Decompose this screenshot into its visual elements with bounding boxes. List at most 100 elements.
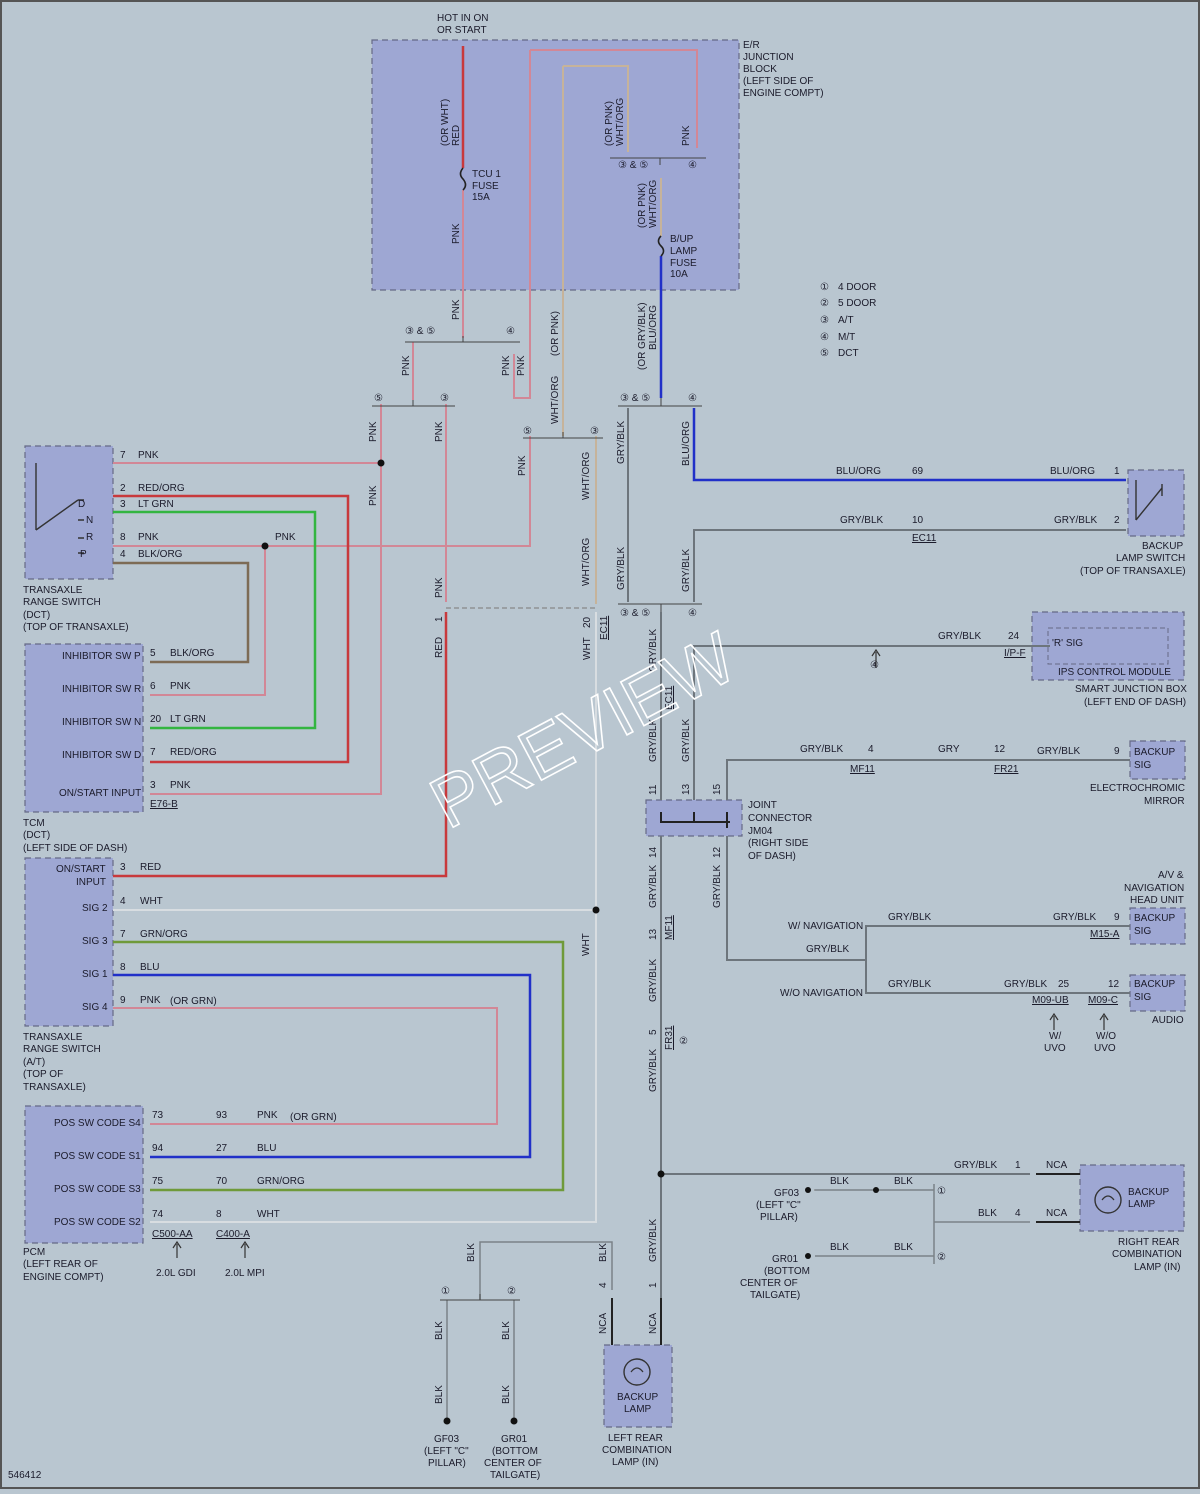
pin-20-tcm: 20 — [150, 714, 162, 725]
at-label-4: (TOP OF — [23, 1069, 63, 1080]
legend-num-1: ① — [820, 282, 829, 293]
bracket-35-4-lower — [618, 603, 702, 612]
switch-label-3: (TOP OF TRANSAXLE) — [1080, 566, 1186, 577]
label-gry-blk-sw: GRY/BLK — [1054, 515, 1097, 526]
dct-pos-r: R — [86, 532, 93, 543]
gf03-right-l1: (LEFT "C" — [756, 1200, 801, 1211]
pin-74: 74 — [152, 1209, 164, 1220]
label-gry-blk-split: GRY/BLK — [806, 944, 849, 955]
m09c-connector: M09-C — [1088, 995, 1118, 1006]
sjb-label-2: (LEFT END OF DASH) — [1084, 697, 1186, 708]
wire-pnk-dct8 — [113, 436, 531, 547]
at-label-3: (A/T) — [23, 1057, 45, 1068]
er-label-5: ENGINE COMPT) — [743, 88, 824, 99]
label-red-at: RED — [434, 637, 445, 658]
dct-label-1: TRANSAXLE — [23, 585, 83, 596]
av-sig-2: SIG — [1134, 926, 1151, 937]
pin-3-dct: 3 — [120, 499, 126, 510]
at-pin-sig3: SIG 3 — [82, 936, 108, 947]
ec11-label: EC11 — [912, 533, 937, 544]
fuse1-label-1: TCU 1 — [472, 169, 501, 180]
pin-8-dct: 8 — [120, 532, 126, 543]
pcm-label-1: PCM — [23, 1247, 45, 1258]
opt-5-mid: ⑤ — [523, 426, 532, 437]
pin-10: 10 — [912, 515, 924, 526]
label-pnk-splice: PNK — [275, 532, 296, 543]
pin-4-dct: 4 — [120, 549, 126, 560]
gr01-left-l2: CENTER OF — [484, 1458, 542, 1469]
range-switch-dct-box — [24, 445, 114, 580]
wire-gry-blk-mirror — [726, 759, 1130, 800]
pin-6-tcm: 6 — [150, 681, 156, 692]
label-blu-pcm: BLU — [257, 1143, 276, 1154]
pin-9-nav: 9 — [1114, 912, 1120, 923]
arrow-up-icon — [1099, 1012, 1109, 1030]
right-rear-label-2: COMBINATION — [1112, 1249, 1182, 1260]
pcm-label-2: (LEFT REAR OF — [23, 1259, 98, 1270]
wire-gry-blk-ips — [693, 645, 1050, 800]
at-label-5: TRANSAXLE) — [23, 1082, 86, 1093]
label-gry-blk-j: GRY/BLK — [616, 421, 627, 464]
label-grn-org-pcm: GRN/ORG — [257, 1176, 305, 1187]
at-label-2: RANGE SWITCH — [23, 1044, 101, 1055]
wire-pnk-loop — [530, 49, 698, 148]
at-pin-sig2: SIG 2 — [82, 903, 108, 914]
left-lamp-2: LAMP — [624, 1404, 652, 1415]
at-pin-input: INPUT — [76, 877, 106, 888]
audio-wo: W/O — [1096, 1031, 1116, 1042]
label-gry-blk-q: GRY/BLK — [681, 719, 692, 762]
pin-3-at: 3 — [120, 862, 126, 873]
legend-num-3: ③ — [820, 315, 829, 326]
label-pnk-dct8: PNK — [138, 532, 159, 543]
wire-gry-blk-switch — [693, 529, 1126, 602]
pcm-engine-2: 2.0L MPI — [225, 1268, 265, 1279]
wire-pnk-sig4 — [113, 1007, 498, 1125]
tcm-pin-on: ON/START INPUT — [59, 788, 141, 799]
splice-dot — [592, 906, 600, 914]
bracket-35-4-er — [610, 157, 706, 165]
pin-7-dct: 7 — [120, 450, 126, 461]
label-red-top: RED — [451, 125, 462, 146]
label-pnk-n: PNK — [434, 577, 445, 598]
audio-label: AUDIO — [1152, 1015, 1184, 1026]
label-pnk-er: PNK — [681, 125, 692, 146]
dct-pos-p: P — [80, 549, 87, 560]
pin-4-left-lamp: 4 — [598, 1282, 609, 1288]
opt-3-5-er: ③ & ⑤ — [618, 160, 648, 171]
splice-dot — [377, 459, 385, 467]
pin-69: 69 — [912, 466, 924, 477]
label-pnk-fuse: PNK — [451, 223, 462, 244]
pin-8-at: 8 — [120, 962, 126, 973]
arrow-up-icon — [172, 1240, 182, 1258]
label-wht-v: WHT — [581, 933, 592, 956]
pin-12-audio: 12 — [1108, 979, 1120, 990]
label-pnk-b: PNK — [501, 355, 512, 376]
ec11-vertical: EC11 — [599, 615, 610, 640]
er-label-1: E/R — [743, 40, 760, 51]
wire-pnk-down — [513, 50, 531, 399]
tcm-pin-n: INHIBITOR SW N — [62, 717, 141, 728]
label-pnk-d: PNK — [368, 421, 379, 442]
pcm-conn-2: C400-A — [216, 1229, 250, 1240]
pcm-pin-s3: POS SW CODE S3 — [54, 1184, 141, 1195]
label-gry-blk-o: GRY/BLK — [648, 629, 659, 672]
pin-24: 24 — [1008, 631, 1020, 642]
arrow-up-icon — [1049, 1012, 1059, 1030]
right-rear-label-1: RIGHT REAR — [1118, 1237, 1180, 1248]
opt-3-5-right: ③ & ⑤ — [620, 393, 650, 404]
tcm-pin-r: INHIBITOR SW R — [62, 684, 141, 695]
splice-dot — [657, 1170, 665, 1178]
bracket-35-4-right — [618, 398, 702, 407]
er-label-3: BLOCK — [743, 64, 777, 75]
pin-73: 73 — [152, 1110, 164, 1121]
gf03-right: GF03 — [774, 1188, 799, 1199]
fuse2-label-3: FUSE — [670, 258, 697, 269]
label-nca-1: NCA — [648, 1313, 659, 1334]
legend-text-5: DCT — [838, 348, 859, 359]
pin-4-mf11: 4 — [868, 744, 874, 755]
wire-pnk-tcm-on — [150, 404, 382, 795]
label-wht-org-mid: WHT/ORG — [550, 375, 561, 424]
gr01-right-l1: (BOTTOM — [764, 1266, 810, 1277]
joint-label-5: OF DASH) — [748, 851, 796, 862]
fr21-label: FR21 — [994, 764, 1019, 775]
